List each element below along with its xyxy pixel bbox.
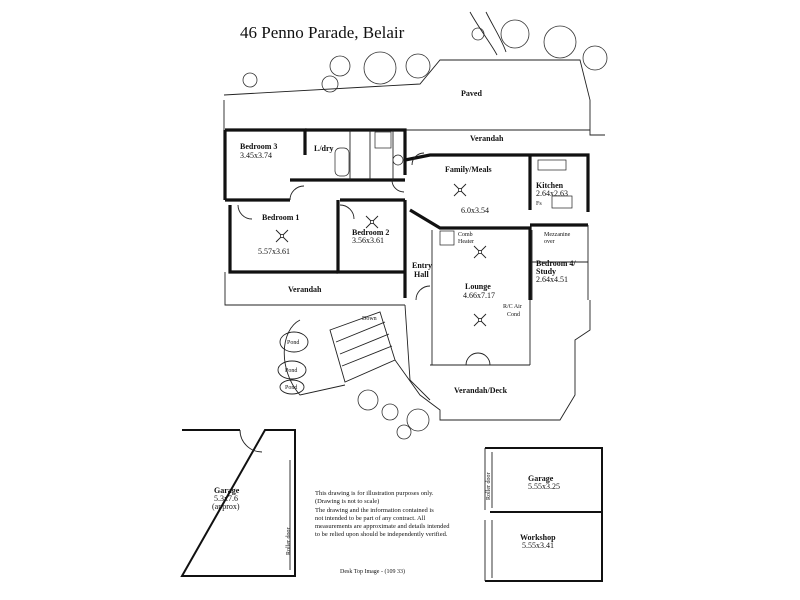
steps-down-label: Down (362, 316, 377, 322)
image-credit: Desk Top Image - (109 33) (340, 568, 405, 575)
right-rollerdoor-label: Roller door (486, 473, 492, 501)
paved-boundary (223, 59, 605, 136)
kitchen-size: 2.64x2.63 (536, 189, 568, 198)
steps-and-deck (283, 300, 591, 421)
bedroom3-name: Bedroom 3 (240, 142, 277, 151)
laundry-name: L/dry (314, 144, 334, 153)
verandah-left-outline (224, 272, 405, 306)
left-garage-approx: (approx) (212, 502, 240, 511)
right-garage-size: 5.55x3.25 (528, 482, 560, 491)
disclaimer-line-2: (Drawing is not to scale) (315, 498, 379, 505)
disclaimer-line-3: The drawing and the information containe… (315, 507, 434, 514)
verandah-left-label: Verandah (288, 285, 322, 294)
pond-label-2: Pond (285, 368, 297, 374)
mezzanine-line1: Mezzanine (544, 232, 571, 238)
bedroom2-size: 3.56x3.61 (352, 236, 384, 245)
left-garage-name: Garage (214, 486, 240, 495)
family-name: Family/Meals (445, 165, 492, 174)
disclaimer-line-1: This drawing is for illustration purpose… (315, 490, 434, 497)
pond-label-1: Pond (287, 340, 299, 346)
bedroom4-size: 2.64x4.51 (536, 275, 568, 284)
comb-heater-line1: Comb (458, 232, 473, 238)
verandah-top-label: Verandah (470, 134, 504, 143)
workshop-name: Workshop (520, 533, 556, 542)
rc-aircon-line1: R/C Air (503, 304, 522, 310)
paved-label: Paved (461, 89, 482, 98)
right-garage-outline (484, 447, 603, 582)
disclaimer-line-5: measurements are approximate and details… (315, 523, 450, 530)
interior-lines (334, 130, 589, 366)
bedroom4-line1: Bedroom 4/ (536, 259, 576, 268)
pond-label-3: Pond (285, 385, 297, 391)
kitchen-name: Kitchen (536, 181, 564, 190)
house-walls (223, 128, 590, 300)
bedroom4-line2: Study (536, 267, 556, 276)
mezzanine-line2: over (544, 239, 555, 245)
disclaimer-block: This drawing is for illustration purpose… (315, 490, 450, 538)
rc-aircon-line2: Cond (507, 312, 520, 318)
pond-3 (279, 379, 305, 395)
lounge-size: 4.66x7.17 (463, 291, 495, 300)
verandah-deck-label: Verandah/Deck (454, 386, 508, 395)
entry-hall-line1: Entry (412, 261, 432, 270)
right-garage-name: Garage (528, 474, 554, 483)
left-garage-size: 5.3x7.6 (214, 494, 238, 503)
door-swings (237, 152, 491, 366)
landscaping-trees (242, 11, 608, 440)
fs-label: Fs (536, 201, 542, 207)
left-rollerdoor-label: Roller door (286, 528, 292, 556)
left-garage-outline (180, 429, 296, 577)
pond-2 (277, 360, 307, 380)
pond-1 (279, 331, 309, 353)
disclaimer-line-6: to be relied upon should be independentl… (315, 531, 448, 538)
family-size: 6.0x3.54 (461, 206, 489, 215)
bedroom2-name: Bedroom 2 (352, 228, 389, 237)
entry-hall-line2: Hall (414, 270, 429, 279)
workshop-size: 5.55x3.41 (522, 541, 554, 550)
plan-title: 46 Penno Parade, Belair (240, 23, 405, 42)
lounge-name: Lounge (465, 282, 491, 291)
bedroom1-size: 5.57x3.61 (258, 247, 290, 256)
disclaimer-line-4: not intended to be part of any contract.… (315, 515, 425, 522)
ceiling-fan-icons (275, 183, 487, 327)
bedroom1-name: Bedroom 1 (262, 213, 299, 222)
bedroom3-size: 3.45x3.74 (240, 151, 272, 160)
comb-heater-line2: Heater (458, 239, 474, 245)
